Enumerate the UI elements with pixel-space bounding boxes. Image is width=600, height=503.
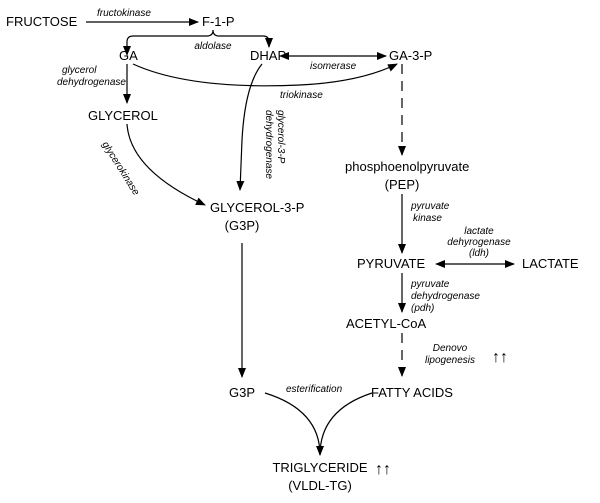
label-denovo: Denovo: [433, 343, 468, 354]
label-pdh-2: dehydrogenase: [411, 291, 480, 302]
label-pyruvate-kinase-1: pyruvate: [410, 201, 450, 212]
esterification-curve-left: [264, 392, 324, 456]
node-ga: GA: [119, 48, 138, 63]
label-g3p-dh-1: glycerol-3-P: [275, 110, 286, 164]
triglyceride-increase-arrows: ↑↑: [375, 461, 391, 478]
label-ldh-3: (ldh): [469, 248, 489, 259]
label-triokinase: triokinase: [280, 90, 323, 101]
label-ldh-1: lactate: [464, 226, 494, 237]
node-fructose: FRUCTOSE: [6, 14, 78, 29]
label-glycerokinase: glycerokinase: [99, 140, 141, 198]
node-glycerol: GLYCEROL: [88, 108, 158, 123]
node-vldl-tg: (VLDL-TG): [288, 478, 352, 493]
triokinase-arrow: [132, 63, 398, 87]
lipogenesis-increase-arrows: ↑↑: [492, 349, 508, 366]
node-ga3p: GA-3-P: [389, 48, 432, 63]
label-fructokinase: fructokinase: [97, 8, 151, 19]
label-glycerol-dh-1: glycerol: [62, 65, 97, 76]
node-pep: phosphoenolpyruvate: [345, 159, 469, 174]
node-acetyl-coa: ACETYL-CoA: [346, 316, 427, 331]
node-lactate: LACTATE: [522, 256, 579, 271]
node-g3p: G3P: [229, 385, 255, 400]
node-glycerol-3-p: GLYCEROL-3-P: [210, 200, 304, 215]
label-aldolase: aldolase: [194, 41, 232, 52]
g3p-dehydrogenase-arrow: [236, 63, 263, 191]
node-pep-abbrev: (PEP): [385, 177, 420, 192]
label-glycerol-dh-2: dehydrogenase: [57, 77, 126, 88]
label-pyruvate-kinase-2: kinase: [413, 213, 442, 224]
label-g3p-dh-2: dehydrogenase: [263, 110, 274, 179]
esterification-curve-right: [319, 392, 373, 456]
label-ldh-2: dehyrogenase: [447, 237, 511, 248]
aldolase-split-arrow: [123, 29, 273, 56]
node-pyruvate: PYRUVATE: [357, 256, 425, 271]
node-f1p: F-1-P: [202, 14, 235, 29]
label-isomerase: isomerase: [310, 61, 357, 72]
label-pdh-3: (pdh): [411, 303, 434, 314]
node-dhap: DHAP: [250, 48, 286, 63]
node-fatty-acids: FATTY ACIDS: [371, 385, 453, 400]
label-pdh-1: pyruvate: [410, 279, 450, 290]
glycerokinase-arrow: [126, 123, 206, 206]
node-triglyceride: TRIGLYCERIDE: [272, 460, 367, 475]
node-g3p-abbrev: (G3P): [225, 218, 260, 233]
label-lipogenesis: lipogenesis: [425, 355, 475, 366]
label-esterification: esterification: [286, 384, 343, 395]
